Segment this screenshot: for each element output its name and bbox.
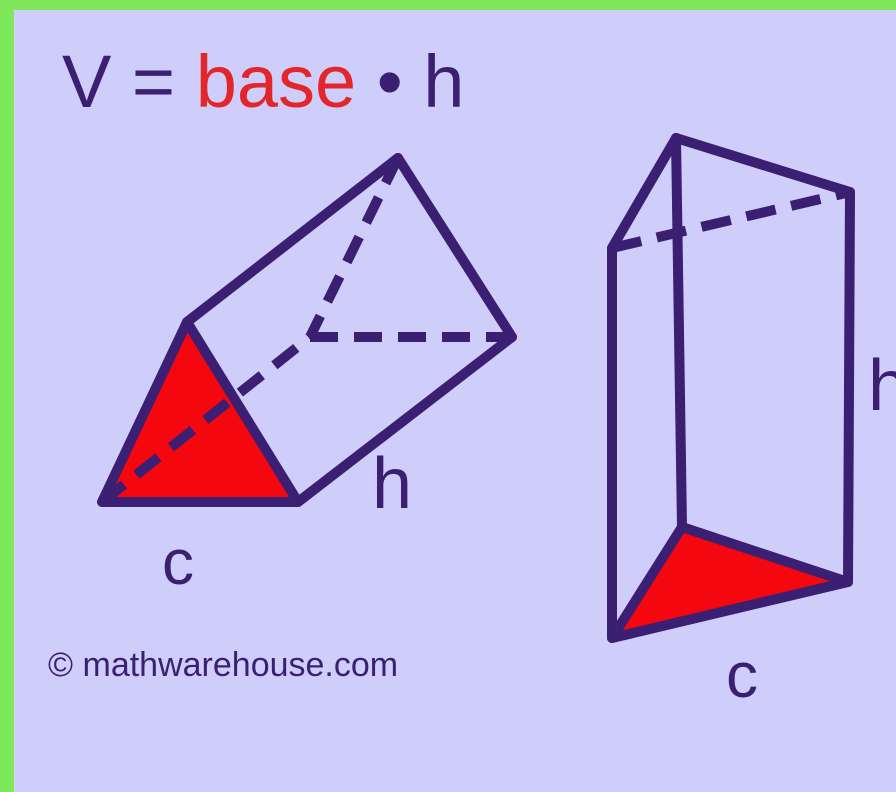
left-prism-hidden-edge-back bbox=[305, 155, 403, 340]
formula-equals: = bbox=[131, 40, 176, 123]
right-prism-base-face bbox=[612, 527, 848, 638]
formula-h: h bbox=[423, 40, 465, 123]
right-prism-height-label: h bbox=[868, 346, 896, 426]
right-prism-top-left-edge bbox=[607, 133, 681, 253]
formula-v: V bbox=[62, 40, 112, 123]
right-prism-hidden-top-edge bbox=[610, 187, 852, 253]
left-prism-height-label: h bbox=[372, 444, 413, 524]
right-prism-right-vertical bbox=[843, 187, 855, 587]
copyright-text: © mathwarehouse.com bbox=[48, 646, 399, 684]
left-prism-top-edge bbox=[182, 153, 403, 327]
left-prism-bottom-edge bbox=[293, 332, 517, 507]
left-prism-front-triangle bbox=[97, 317, 303, 507]
left-prism-hidden-edge-long bbox=[98, 333, 314, 506]
right-prism-base-label: c bbox=[726, 639, 758, 711]
left-prism bbox=[97, 153, 517, 507]
left-prism-base-label: c bbox=[162, 526, 194, 598]
right-prism-top-right-edge bbox=[671, 133, 855, 197]
formula-dot: • bbox=[376, 40, 403, 123]
formula-base: base bbox=[195, 40, 357, 123]
volume-formula: V = base • h bbox=[62, 42, 464, 122]
left-prism-back-right-edge bbox=[393, 153, 517, 342]
right-prism-front-vertical bbox=[671, 133, 687, 532]
right-prism bbox=[607, 133, 855, 643]
right-prism-bottom-triangle bbox=[607, 522, 853, 643]
